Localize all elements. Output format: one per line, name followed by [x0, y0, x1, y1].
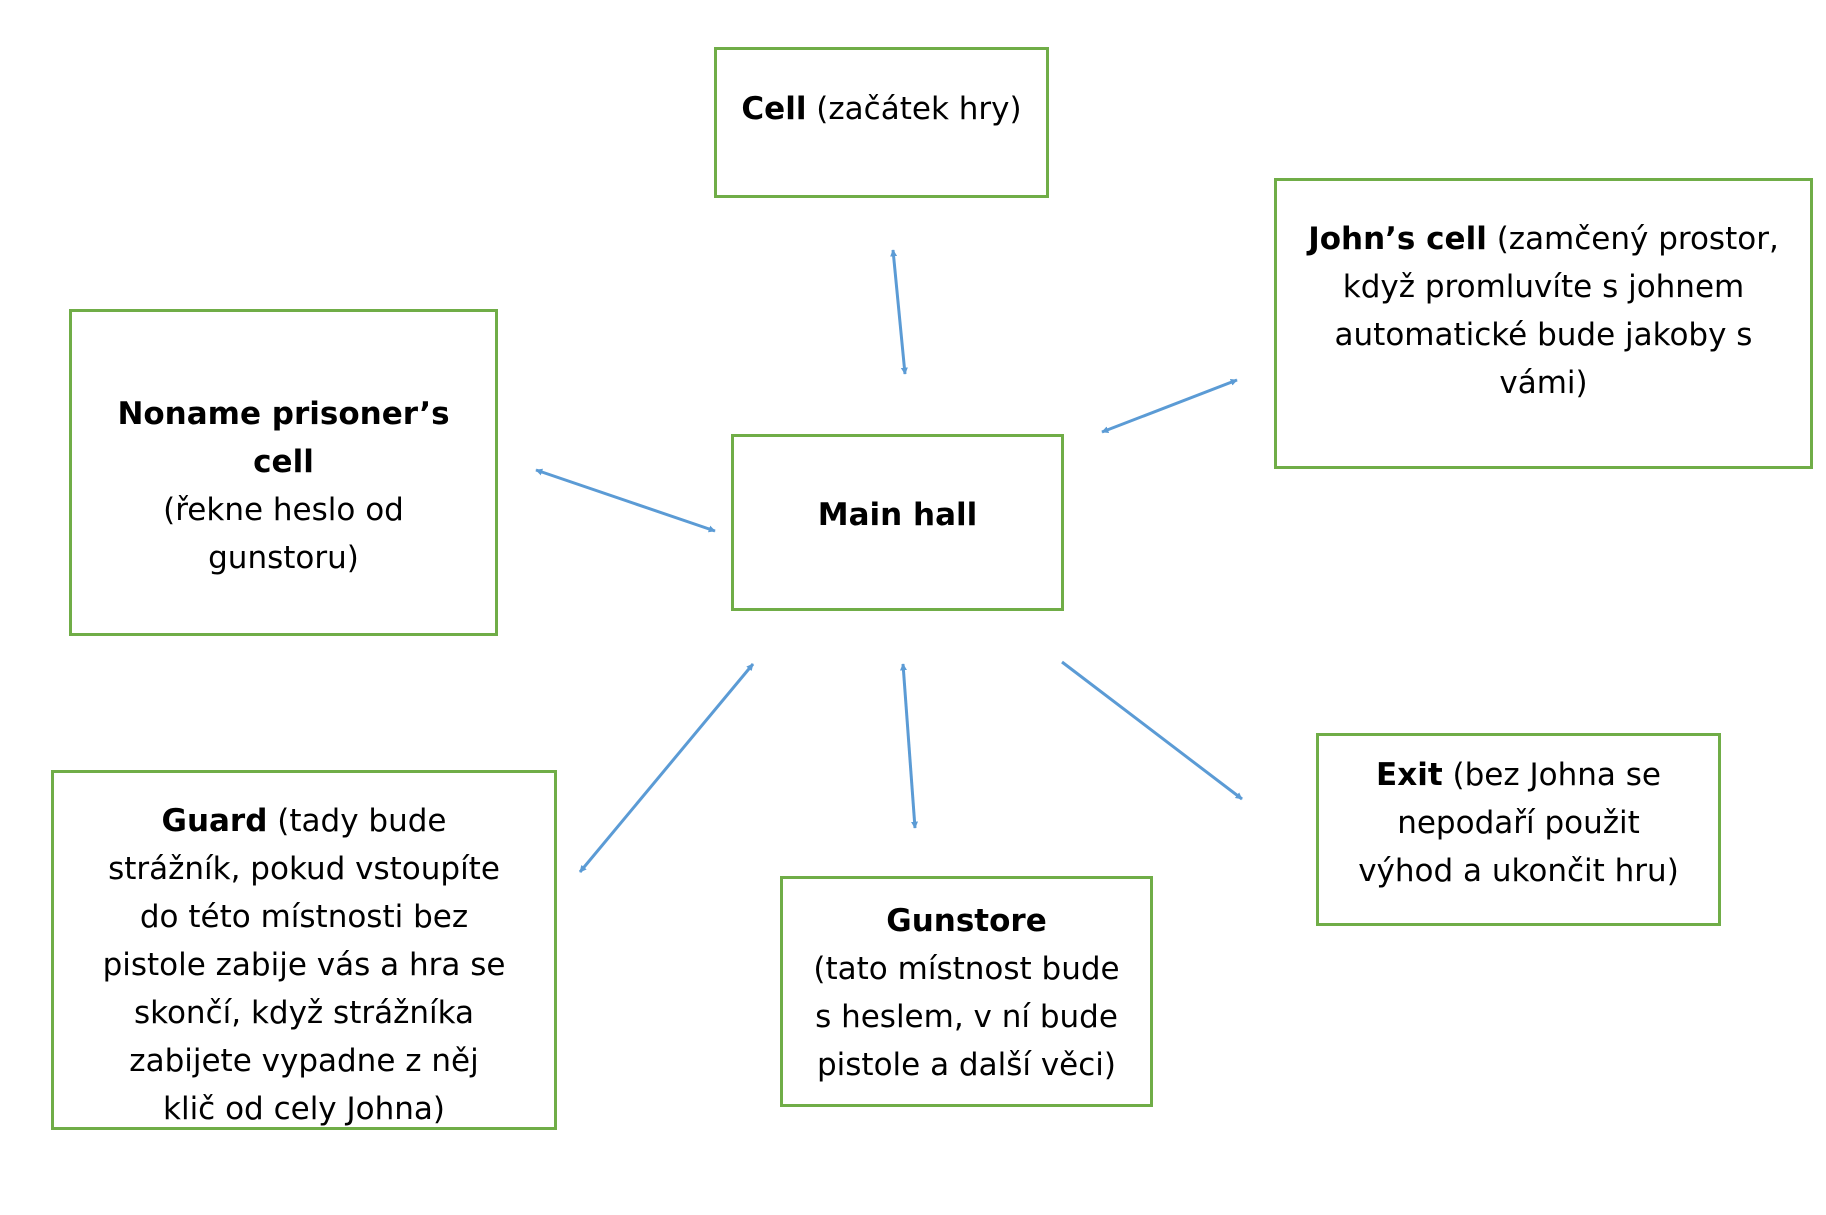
node-johns-cell-text: John’s cell (zamčený prostor, když proml…: [1297, 215, 1790, 466]
node-johns-cell-detail: (zamčený prostor, když promluvíte s john…: [1334, 221, 1779, 401]
node-guard-text: Guard (tady bude strážník, pokud vstoupí…: [102, 797, 506, 1127]
node-cell-detail: (začátek hry): [806, 91, 1022, 127]
arrow-cell-main-hall: [890, 249, 908, 375]
node-exit: Exit (bez Johna se nepodaří použit výhod…: [1316, 733, 1721, 926]
node-gunstore-detail: (tato místnost bude s heslem, v ní bude …: [813, 951, 1120, 1083]
node-exit-title: Exit: [1376, 757, 1443, 793]
node-noname-cell-detail: (řekne heslo od gunstoru): [163, 492, 404, 576]
node-johns-cell: John’s cell (zamčený prostor, když proml…: [1274, 178, 1813, 469]
node-cell-title: Cell: [741, 91, 807, 127]
node-noname-cell-text: Noname prisoner’s cell (řekne heslo od gu…: [102, 390, 465, 633]
node-main-hall-text: Main hall: [818, 491, 978, 608]
node-guard-detail: (tady bude strážník, pokud vstoupíte do …: [102, 803, 506, 1127]
node-gunstore-title: Gunstore: [886, 903, 1047, 939]
node-guard-title: Guard: [161, 803, 268, 839]
arrow-main-hall-exit: [1061, 660, 1243, 801]
arrow-gunstore-main-hall: [899, 663, 919, 829]
node-main-hall-title: Main hall: [817, 497, 978, 533]
node-gunstore: Gunstore (tato místnost bude s heslem, v …: [780, 876, 1153, 1107]
node-noname-cell: Noname prisoner’s cell (řekne heslo od gu…: [69, 309, 498, 636]
node-exit-detail: (bez Johna se nepodaří použit výhod a uk…: [1358, 757, 1679, 889]
arrow-guard-main-hall: [578, 663, 755, 873]
arrow-johns-cell-main-hall: [1101, 378, 1238, 434]
node-cell: Cell (začátek hry): [714, 47, 1049, 198]
node-noname-cell-title: Noname prisoner’s cell: [117, 396, 450, 480]
arrow-noname-cell-main-hall: [535, 468, 716, 533]
node-exit-text: Exit (bez Johna se nepodaří použit výhod…: [1345, 751, 1692, 923]
node-gunstore-text: Gunstore (tato místnost bude s heslem, v …: [811, 897, 1122, 1104]
node-guard: Guard (tady bude strážník, pokud vstoupí…: [51, 770, 557, 1130]
node-cell-text: Cell (začátek hry): [741, 85, 1021, 195]
node-main-hall: Main hall: [731, 434, 1064, 611]
node-johns-cell-title: John’s cell: [1308, 221, 1487, 257]
